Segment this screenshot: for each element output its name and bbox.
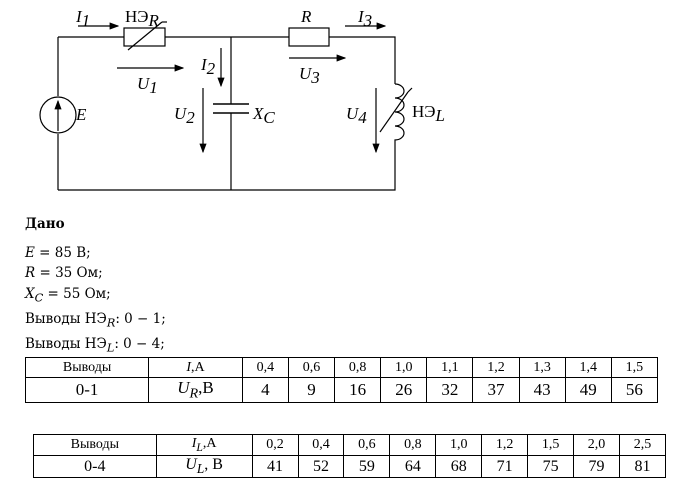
- table-cell: 1,5: [527, 434, 575, 456]
- table-cell: 49: [564, 376, 612, 404]
- table-cell: 1,0: [435, 434, 483, 456]
- table-cell: 4: [241, 376, 289, 404]
- table-cell: 26: [380, 376, 428, 404]
- table-cell: 32: [426, 376, 474, 404]
- u1-label: U1: [137, 74, 158, 97]
- table-cell: 0,8: [334, 357, 382, 378]
- u3-label: U3: [299, 64, 320, 87]
- table-row: 0-4 UL, В 41 52 59 64 68 71 75 79 81: [33, 454, 667, 479]
- current-header: I,A: [148, 357, 243, 378]
- given-e: E = 85 В;: [25, 244, 91, 261]
- terminals-header: Выводы: [33, 434, 157, 456]
- table-cell: 1,2: [481, 434, 529, 456]
- source-label: E: [75, 105, 87, 124]
- i1-label: I1: [75, 7, 90, 30]
- circuit-diagram: E I1 НЭR U1 I2 U2 XC R I3 U3 U4 НЭL: [39, 7, 445, 191]
- table-cell: 1,0: [380, 357, 428, 378]
- table-cell: 52: [297, 454, 345, 479]
- given-xc: XC = 55 Ом;: [25, 285, 111, 305]
- table-cell: 1,5: [610, 357, 659, 378]
- capacitor: [213, 103, 249, 114]
- table-cell: 2,5: [618, 434, 667, 456]
- i3-label: I3: [357, 7, 372, 30]
- table-cell: 41: [251, 454, 299, 479]
- table-cell: 9: [287, 376, 336, 404]
- terminals-value: 0-1: [24, 376, 150, 404]
- table-cell: 1,2: [472, 357, 520, 378]
- table-cell: 1,3: [518, 357, 566, 378]
- terminals-header: Выводы: [24, 357, 150, 378]
- table-cell: 37: [472, 376, 520, 404]
- table-cell: 0,4: [241, 357, 289, 378]
- table-cell: 2,0: [573, 434, 620, 456]
- given-r: R = 35 Ом;: [25, 265, 103, 281]
- nel-label: НЭL: [412, 102, 445, 125]
- wire-top-right: [329, 36, 396, 84]
- given-section: Дано E = 85 В; R = 35 Ом; XC = 55 Ом; Вы…: [25, 214, 166, 359]
- ner-characteristic-table: Выводы I,A 0,4 0,6 0,8 1,0 1,1 1,2 1,3 1…: [24, 357, 659, 404]
- table-cell: 59: [343, 454, 391, 479]
- table-cell: 1,1: [426, 357, 474, 378]
- table-cell: 56: [610, 376, 659, 404]
- wire-bottom: [58, 143, 396, 191]
- table-row: 0-1 UR,В 4 9 16 26 32 37 43 49 56: [24, 376, 659, 404]
- table-cell: 0,8: [389, 434, 437, 456]
- table-cell: 0,6: [343, 434, 391, 456]
- table-row: Выводы I,A 0,4 0,6 0,8 1,0 1,1 1,2 1,3 1…: [24, 357, 659, 378]
- xc-label: XC: [252, 104, 275, 127]
- voltage-header: UL, В: [155, 454, 253, 479]
- given-nel-terminals: Выводы НЭL: 0 − 4;: [25, 335, 165, 355]
- u4-label: U4: [346, 104, 367, 127]
- nel-characteristic-table: Выводы IL,A 0,2 0,4 0,6 0,8 1,0 1,2 1,5 …: [33, 434, 667, 479]
- table-cell: 68: [435, 454, 483, 479]
- given-ner-terminals: Выводы НЭR: 0 − 1;: [25, 310, 166, 330]
- table-cell: 1,4: [564, 357, 612, 378]
- current-header: IL,A: [155, 434, 253, 456]
- r-label: R: [300, 7, 312, 26]
- given-heading: Дано: [25, 216, 65, 232]
- table-cell: 71: [481, 454, 529, 479]
- resistor-r: [288, 27, 330, 47]
- table-cell: 64: [389, 454, 437, 479]
- nonlinear-inductor: [394, 83, 405, 143]
- table-row: Выводы IL,A 0,2 0,4 0,6 0,8 1,0 1,2 1,5 …: [33, 434, 667, 456]
- table-cell: 0,6: [287, 357, 336, 378]
- table-cell: 0,2: [251, 434, 299, 456]
- voltage-header: UR,В: [148, 376, 243, 404]
- table-cell: 16: [334, 376, 382, 404]
- table-cell: 0,4: [297, 434, 345, 456]
- table-cell: 81: [618, 454, 667, 479]
- table-cell: 43: [518, 376, 566, 404]
- u2-label: U2: [174, 104, 195, 127]
- i2-label: I2: [200, 55, 216, 78]
- table-cell: 75: [527, 454, 575, 479]
- table-cell: 79: [573, 454, 620, 479]
- ner-label: НЭR: [125, 7, 160, 30]
- terminals-value: 0-4: [33, 454, 157, 479]
